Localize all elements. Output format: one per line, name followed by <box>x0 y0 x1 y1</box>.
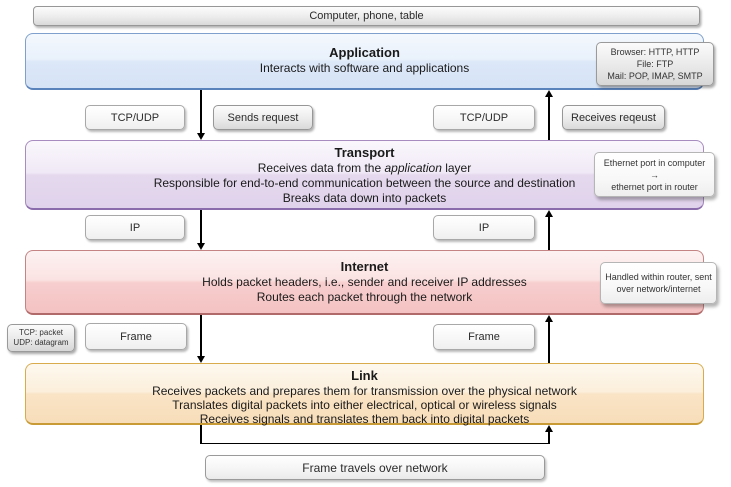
router-handling-line2: over network/internet <box>616 284 701 294</box>
application-protocols-note: Browser: HTTP, HTTP File: FTP Mail: POP,… <box>596 42 714 86</box>
receives-request-box: Receives reqeust <box>562 105 665 130</box>
down-arrow-transport-internet-line <box>200 210 202 243</box>
ip-left-box: IP <box>85 215 185 240</box>
link-description-1: Receives packets and prepares them for t… <box>152 384 577 398</box>
internet-title: Internet <box>340 259 389 274</box>
down-arrowhead-internet-link <box>196 356 205 363</box>
layer-application: Application Interacts with software and … <box>25 33 704 90</box>
device-note-box: Computer, phone, table <box>33 6 700 26</box>
frame-right-box: Frame <box>433 324 535 350</box>
up-arrowhead-into-link <box>544 425 553 432</box>
tcp-note-line2: UDP: datagram <box>13 338 69 347</box>
link-description-2: Translates digital packets into either e… <box>172 398 557 412</box>
ip-right-label: IP <box>478 221 490 234</box>
tcp-udp-right-label: TCP/UDP <box>459 111 509 124</box>
u-connector-left-line <box>200 425 202 444</box>
router-handling-note: Handled within router, sent over network… <box>600 262 717 304</box>
up-arrow-link-internet-line <box>548 322 550 363</box>
application-title: Application <box>329 45 400 60</box>
internet-description-2: Routes each packet through the network <box>256 290 473 304</box>
down-arrow-app-transport-line <box>200 90 202 133</box>
down-arrowhead-transport-internet <box>196 243 205 250</box>
link-title: Link <box>351 368 378 383</box>
ip-right-box: IP <box>433 215 535 240</box>
ethernet-port-note: Ethernet port in computer → ethernet por… <box>594 152 715 197</box>
u-connector-bottom-line <box>200 442 550 444</box>
frame-travels-box: Frame travels over network <box>205 455 545 480</box>
sends-request-box: Sends request <box>213 105 313 130</box>
transport-description-3: Breaks data down into packets <box>282 191 447 205</box>
transport-line1-post: layer <box>441 161 472 175</box>
tcp-udp-terminology-note: TCP: packet UDP: datagram <box>7 324 75 352</box>
frame-right-label: Frame <box>468 331 500 343</box>
ethernet-port-line1: Ethernet port in computer → <box>603 157 706 180</box>
up-arrow-internet-transport-line <box>548 217 550 250</box>
application-description: Interacts with software and applications <box>259 61 470 75</box>
receives-request-label: Receives reqeust <box>571 111 656 124</box>
sends-request-label: Sends request <box>227 111 299 124</box>
application-protocols-line2: File: FTP <box>636 59 674 69</box>
tcp-udp-left-box: TCP/UDP <box>85 105 185 130</box>
frame-left-box: Frame <box>85 323 187 350</box>
u-connector-right-line <box>548 432 550 444</box>
transport-description-2: Responsible for end-to-end communication… <box>153 176 576 190</box>
transport-line1-italic: application <box>384 161 442 175</box>
frame-left-label: Frame <box>120 330 152 343</box>
layer-link: Link Receives packets and prepares them … <box>25 363 704 426</box>
layer-internet: Internet Holds packet headers, i.e., sen… <box>25 250 704 315</box>
tcp-note-line1: TCP: packet <box>18 328 63 337</box>
up-arrow-transport-app-line <box>548 97 550 140</box>
ip-left-label: IP <box>129 221 141 234</box>
tcp-udp-right-box: TCP/UDP <box>433 105 535 130</box>
device-note-label: Computer, phone, table <box>309 10 424 22</box>
transport-line1-pre: Receives data from the <box>257 161 385 175</box>
down-arrowhead-app-transport <box>196 133 205 140</box>
ethernet-port-line2: ethernet port in router <box>611 181 698 192</box>
down-arrow-internet-link-line <box>200 315 202 356</box>
internet-description-1: Holds packet headers, i.e., sender and r… <box>202 275 527 289</box>
up-arrowhead-transport-app <box>544 90 553 97</box>
transport-title: Transport <box>334 145 395 160</box>
link-description-3: Receives signals and translates them bac… <box>199 412 530 426</box>
tcp-udp-left-label: TCP/UDP <box>110 111 160 124</box>
up-arrowhead-link-internet <box>544 315 553 322</box>
layer-transport: Transport Receives data from the applica… <box>25 140 704 210</box>
application-protocols-line3: Mail: POP, IMAP, SMTP <box>607 71 703 81</box>
application-protocols-line1: Browser: HTTP, HTTP <box>610 47 700 57</box>
frame-travels-label: Frame travels over network <box>302 460 448 475</box>
transport-description-1: Receives data from the application layer <box>26 161 703 176</box>
router-handling-line1: Handled within router, sent <box>605 272 712 282</box>
up-arrowhead-internet-transport <box>544 210 553 217</box>
